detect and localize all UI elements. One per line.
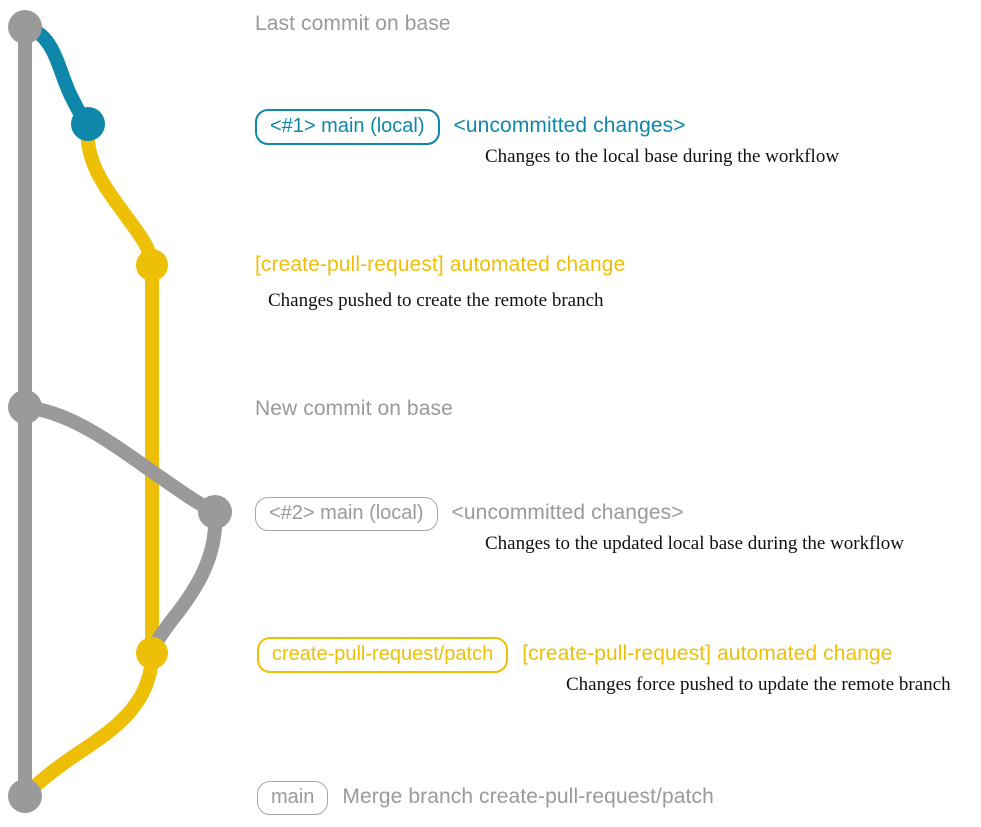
- row-new-commit-on-base: New commit on base: [255, 397, 453, 421]
- base-new-to-local-2: [18, 400, 222, 519]
- patch-commit-2-node[interactable]: [136, 637, 168, 669]
- row-local-change-1: <#1> main (local) <uncommitted changes>: [255, 109, 686, 145]
- merge-commit-subject: Merge branch create-pull-request/patch: [342, 785, 714, 808]
- ref-badge-local-2[interactable]: <#2> main (local): [255, 497, 438, 531]
- new-commit-on-base-node[interactable]: [8, 390, 42, 424]
- last-commit-on-base-node[interactable]: [8, 10, 42, 44]
- local-change-2-description: Changes to the updated local base during…: [485, 533, 904, 554]
- automated-change-2-subject: [create-pull-request] automated change: [522, 642, 893, 665]
- ref-badge-local-1[interactable]: <#1> main (local): [255, 109, 440, 145]
- local-commit-2-node[interactable]: [198, 495, 232, 529]
- automated-change-2-description: Changes force pushed to update the remot…: [566, 674, 951, 695]
- automated-change-1-description: Changes pushed to create the remote bran…: [268, 290, 604, 311]
- last-commit-on-base-subject: Last commit on base: [255, 12, 451, 35]
- ref-badge-patch-branch[interactable]: create-pull-request/patch: [257, 637, 509, 673]
- new-commit-on-base-subject: New commit on base: [255, 397, 453, 420]
- row-merge-commit: main Merge branch create-pull-request/pa…: [257, 781, 714, 815]
- merge-commit-node[interactable]: [8, 779, 42, 813]
- local-1-to-patch-1: [80, 117, 159, 272]
- local-change-1-subject: <uncommitted changes>: [453, 114, 686, 137]
- row-local-change-2: <#2> main (local) <uncommitted changes>: [255, 497, 684, 531]
- row-automated-change-2: create-pull-request/patch [create-pull-r…: [257, 637, 893, 673]
- ref-badge-main[interactable]: main: [257, 781, 329, 815]
- row-last-commit-on-base: Last commit on base: [255, 12, 451, 36]
- automated-change-1-subject: [create-pull-request] automated change: [255, 253, 626, 276]
- local-change-2-subject: <uncommitted changes>: [451, 501, 684, 524]
- patch-commit-1-node[interactable]: [136, 249, 168, 281]
- local-commit-1-node[interactable]: [71, 107, 105, 141]
- local-change-1-description: Changes to the local base during the wor…: [485, 146, 840, 167]
- row-automated-change-1: [create-pull-request] automated change: [255, 253, 625, 277]
